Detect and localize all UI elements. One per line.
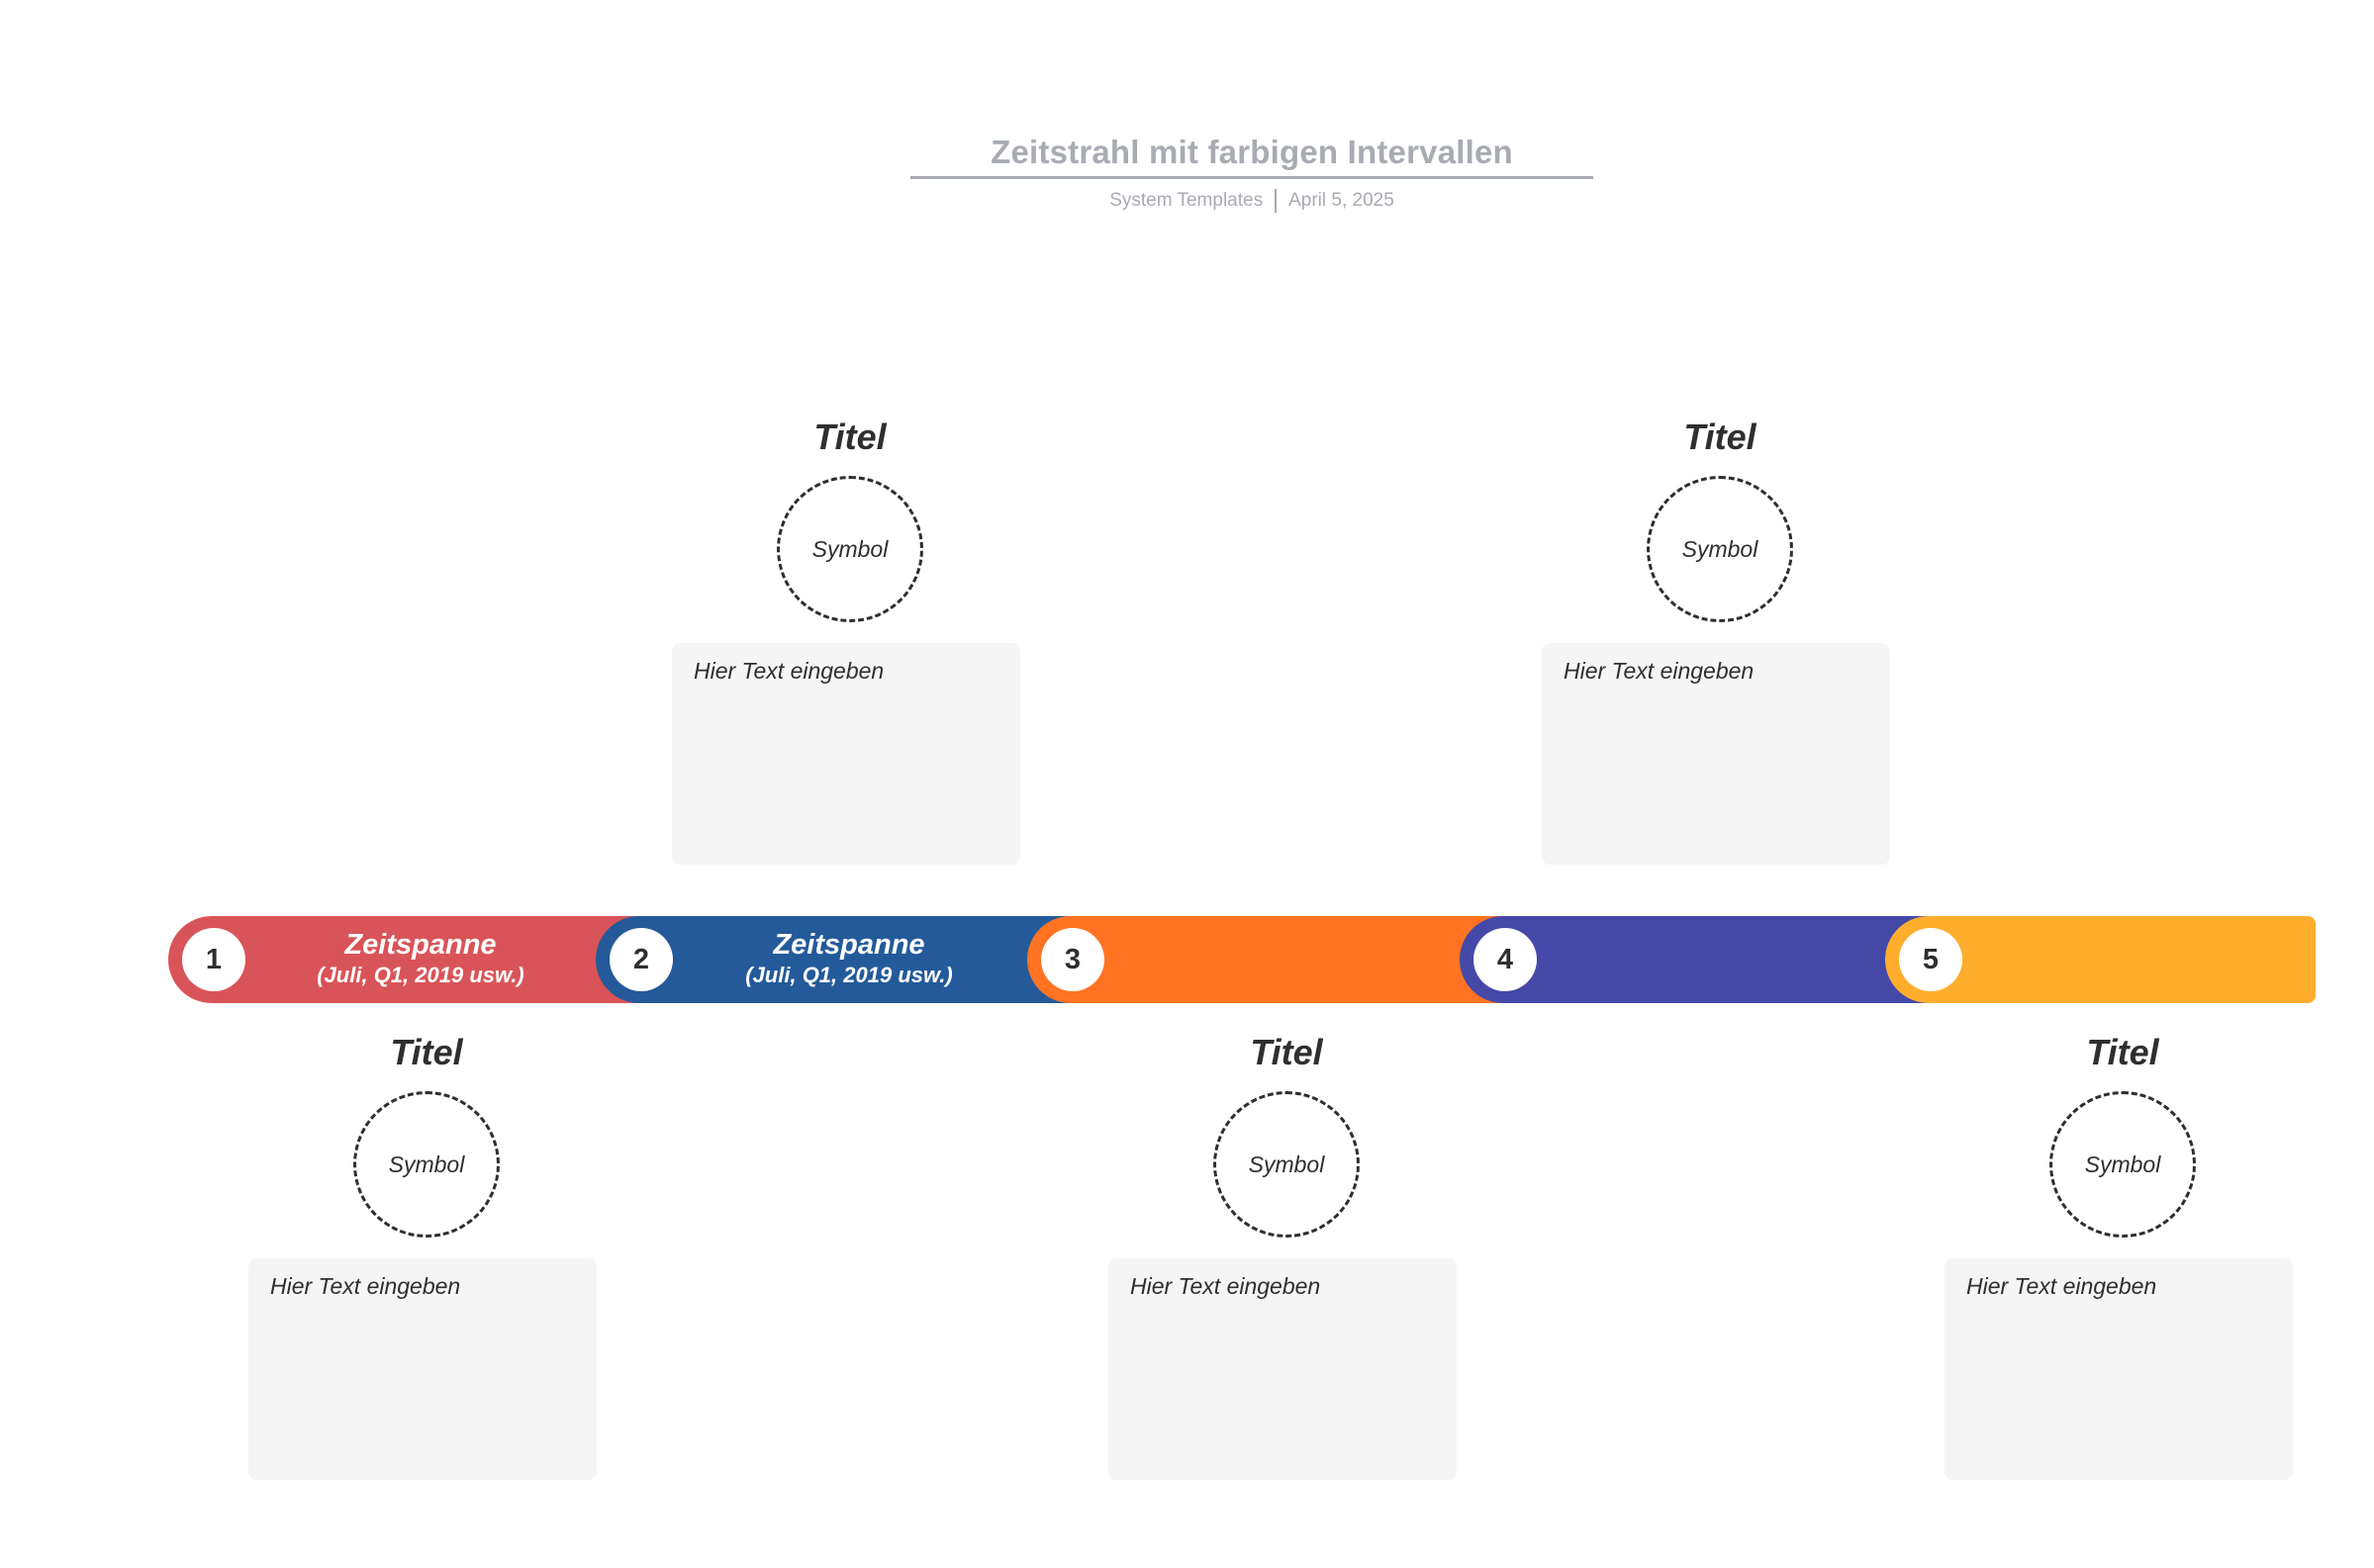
symbol-placeholder[interactable]: Symbol: [2049, 1091, 2196, 1238]
document-date: April 5, 2025: [1288, 190, 1394, 212]
milestone-title[interactable]: Titel: [2086, 1032, 2159, 1072]
interval-label-title: Zeitspanne: [773, 929, 925, 961]
milestone-text-box[interactable]: Hier Text eingeben: [248, 1258, 597, 1480]
interval-label[interactable]: Zeitspanne (Juli, Q1, 2019 usw.): [701, 928, 997, 989]
milestone-title[interactable]: Titel: [1683, 416, 1757, 457]
document-meta: System Templates April 5, 2025: [910, 189, 1593, 213]
milestone-card-bottom-1[interactable]: Titel Symbol Hier Text eingeben: [248, 1031, 605, 1506]
meta-separator: [1275, 189, 1278, 213]
milestone-text-box[interactable]: Hier Text eingeben: [1945, 1258, 2293, 1480]
interval-number-badge: 4: [1473, 928, 1537, 991]
milestone-title[interactable]: Titel: [813, 416, 887, 457]
milestone-card-top-2[interactable]: Titel Symbol Hier Text eingeben: [1542, 415, 1898, 890]
milestone-title[interactable]: Titel: [390, 1032, 463, 1072]
interval-segment-2[interactable]: 2 Zeitspanne (Juli, Q1, 2019 usw.): [596, 916, 1110, 1003]
milestone-text-box[interactable]: Hier Text eingeben: [1542, 643, 1890, 865]
interval-number-badge: 2: [610, 928, 673, 991]
milestone-title[interactable]: Titel: [1250, 1032, 1323, 1072]
title-underline: [910, 176, 1593, 179]
milestone-card-bottom-2[interactable]: Titel Symbol Hier Text eingeben: [1108, 1031, 1465, 1506]
symbol-placeholder[interactable]: Symbol: [1647, 476, 1793, 622]
interval-label-range: (Juli, Q1, 2019 usw.): [317, 963, 524, 987]
interval-number-badge: 3: [1041, 928, 1104, 991]
milestone-card-bottom-3[interactable]: Titel Symbol Hier Text eingeben: [1945, 1031, 2301, 1506]
interval-label-range: (Juli, Q1, 2019 usw.): [745, 963, 953, 987]
interval-number-badge: 5: [1899, 928, 1962, 991]
interval-segment-3[interactable]: 3: [1027, 916, 1542, 1003]
interval-label[interactable]: Zeitspanne (Juli, Q1, 2019 usw.): [272, 928, 569, 989]
interval-label-title: Zeitspanne: [344, 929, 497, 961]
symbol-placeholder[interactable]: Symbol: [1213, 1091, 1360, 1238]
timeline-bar: 1 Zeitspanne (Juli, Q1, 2019 usw.) 2 Zei…: [168, 916, 2316, 1003]
page-title: Zeitstrahl mit farbigen Intervallen: [991, 134, 1513, 170]
template-source: System Templates: [1109, 190, 1264, 212]
symbol-placeholder[interactable]: Symbol: [777, 476, 923, 622]
milestone-text-box[interactable]: Hier Text eingeben: [672, 643, 1020, 865]
interval-segment-5[interactable]: 5: [1885, 916, 2316, 1003]
milestone-card-top-1[interactable]: Titel Symbol Hier Text eingeben: [672, 415, 1028, 890]
milestone-text-box[interactable]: Hier Text eingeben: [1108, 1258, 1457, 1480]
symbol-placeholder[interactable]: Symbol: [353, 1091, 500, 1238]
interval-number-badge: 1: [182, 928, 245, 991]
